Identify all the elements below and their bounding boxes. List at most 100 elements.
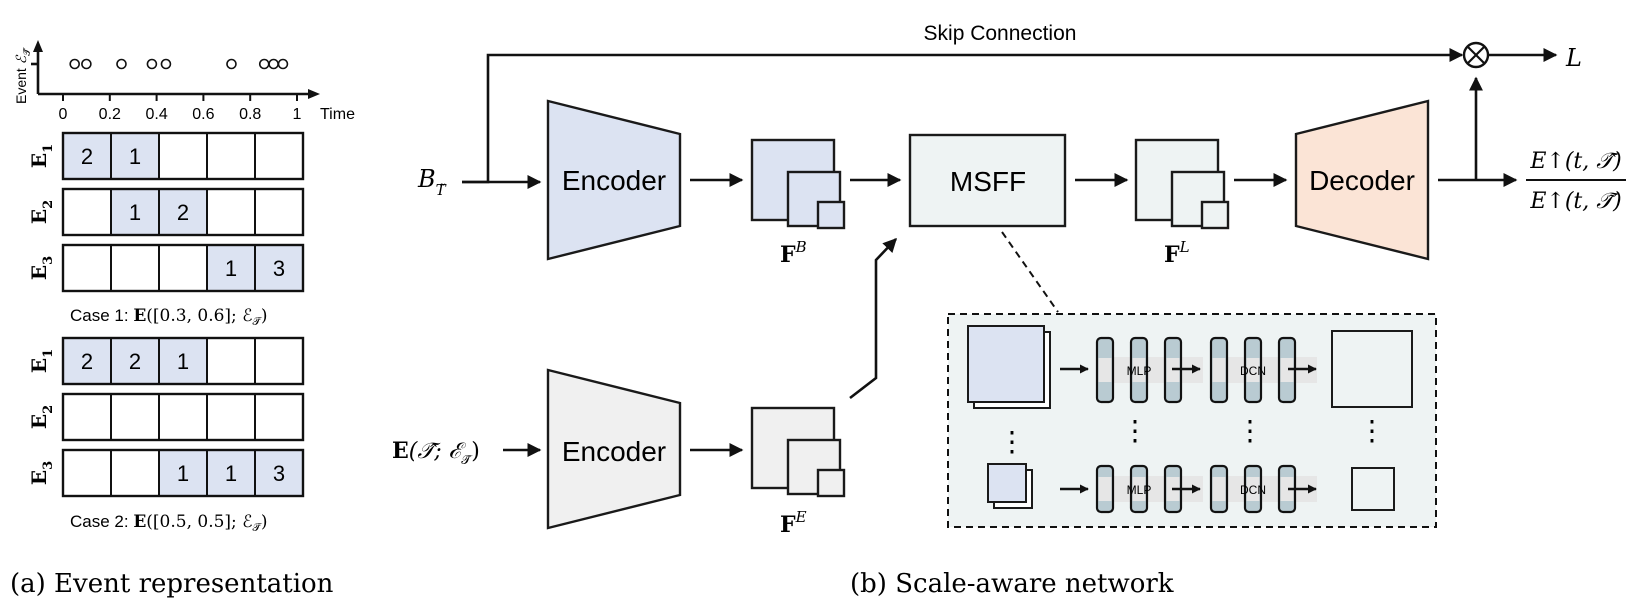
block-layer-band: [1280, 477, 1294, 501]
timeline-events: [69, 58, 289, 70]
encoder-top-label: Encoder: [562, 165, 666, 196]
timeline-y-label: Event ℰ𝒯̃: [13, 47, 33, 104]
grid-cell: [63, 394, 111, 440]
block-layer-band: [1132, 358, 1146, 382]
grid-row-label: E1: [27, 349, 56, 373]
panel-b-caption: (b) Scale-aware network: [850, 569, 1174, 599]
detail-input-large-front: [967, 325, 1045, 403]
grid-cell: [159, 189, 207, 235]
grid-row-label: E3: [27, 256, 56, 280]
grid-row-label: E3: [27, 461, 56, 485]
encoder-bottom-label: Encoder: [562, 436, 666, 467]
decoder-label: Decoder: [1309, 165, 1415, 196]
timeline-event-dot: [81, 58, 92, 70]
grid-cell: [255, 189, 303, 235]
detail-output-small: [1351, 467, 1395, 511]
vdots-2: ⋮: [1121, 414, 1149, 447]
timeline-tick-label: 1: [293, 106, 302, 123]
timeline-tick-label: 0.6: [192, 106, 214, 123]
skip-connection-label: Skip Connection: [924, 22, 1077, 45]
grid-row-border: [61, 243, 305, 293]
encoder-bottom-block: [546, 368, 682, 530]
event-timeline: 0 0.2 0.4 0.6 0.8 1 Time Event ℰ𝒯̃: [13, 40, 355, 123]
grid-cell: [63, 133, 111, 179]
grid-cell: [111, 338, 159, 384]
grid-cell: [255, 133, 303, 179]
msff-detail-connector: [1001, 231, 1059, 313]
fl-small: [1200, 200, 1230, 230]
output-fraction-numerator: E↑(t, 𝒯̂): [1529, 149, 1621, 174]
vdots-1: ⋮: [998, 425, 1026, 458]
msff-block: [908, 133, 1067, 228]
timeline-event-dot: [146, 58, 158, 70]
timeline-x-arrow-icon: [308, 89, 320, 99]
dcn-block-top: DCN: [1209, 336, 1317, 404]
encoder-top-block: [546, 99, 682, 261]
mlp-block-top: MLP: [1095, 336, 1203, 404]
block-layer-band: [1280, 358, 1294, 382]
grid-row-label: E2: [27, 200, 56, 224]
timeline-event-dot: [277, 58, 289, 70]
feature-stack-fe: [750, 406, 846, 498]
grid-cell: [255, 245, 303, 291]
case1-caption: Case 1: E([0.3, 0.6]; ℰ𝒯̃): [70, 306, 268, 328]
block-label: MLP: [1127, 483, 1152, 497]
grid-cell: [111, 189, 159, 235]
panel-b-scale-aware-network: Skip Connection L B𝑇̃ Encoder FB MSFF: [392, 22, 1626, 599]
fb-small: [816, 200, 846, 230]
grid-cell-value: 1: [129, 200, 141, 225]
feature-stack-fl: [1134, 138, 1230, 230]
grid-cell-value: 1: [129, 144, 141, 169]
grid-cell: [159, 245, 207, 291]
grid-cell-value: 1: [177, 349, 189, 374]
msff-detail-row-top: MLP DCN: [967, 325, 1413, 409]
output-fraction-denominator: E↑(t, 𝒯̃): [1529, 189, 1621, 214]
fe-small: [816, 468, 846, 498]
timeline-event-dot: [160, 58, 172, 70]
msff-detail-row-bottom: MLP DCN: [987, 463, 1395, 514]
grid-cell-value: 2: [129, 349, 141, 374]
grid-cell: [255, 394, 303, 440]
case2-caption: Case 2: E([0.5, 0.5]; ℰ𝒯̃): [70, 512, 268, 534]
grid-cell: [207, 189, 255, 235]
grid-cell: [111, 133, 159, 179]
timeline-event-dot: [226, 58, 237, 70]
block-label: MLP: [1127, 364, 1152, 378]
timeline-tick-label: 0.4: [145, 106, 167, 123]
grid-cell: [159, 338, 207, 384]
feature-fl-label: FL: [1164, 238, 1190, 268]
block-label: DCN: [1240, 483, 1266, 497]
grid-cell: [207, 394, 255, 440]
grid-cell-value: 1: [225, 461, 237, 486]
timeline-event-dot: [268, 58, 279, 70]
timeline-tick-label: 0.8: [239, 106, 261, 123]
vdots-4: ⋮: [1358, 414, 1386, 447]
grid-cell: [255, 338, 303, 384]
feature-fe-label: FE: [780, 508, 807, 538]
grid-cell: [63, 245, 111, 291]
timeline-time-label: Time: [320, 106, 355, 123]
grid-cell: [207, 133, 255, 179]
grid-cell-value: 1: [225, 256, 237, 281]
grid-cell-value: 3: [273, 256, 285, 281]
timeline-event-dot: [69, 58, 80, 70]
msff-label: MSFF: [950, 166, 1026, 197]
grid-cell: [159, 450, 207, 496]
grid-cell: [111, 394, 159, 440]
block-label: DCN: [1240, 364, 1266, 378]
decoder-block: [1294, 99, 1430, 261]
grid-cell-value: 1: [177, 461, 189, 486]
timeline-tick-label: 0: [59, 106, 68, 123]
grid-cell: [159, 133, 207, 179]
grid-row-label: E1: [27, 144, 56, 168]
grid-cell: [111, 245, 159, 291]
block-layer-band: [1132, 477, 1146, 501]
grid-cell: [111, 450, 159, 496]
grid-row-border: [61, 448, 305, 498]
block-layer-band: [1246, 477, 1260, 501]
timeline-tick-label: 0.2: [99, 106, 121, 123]
